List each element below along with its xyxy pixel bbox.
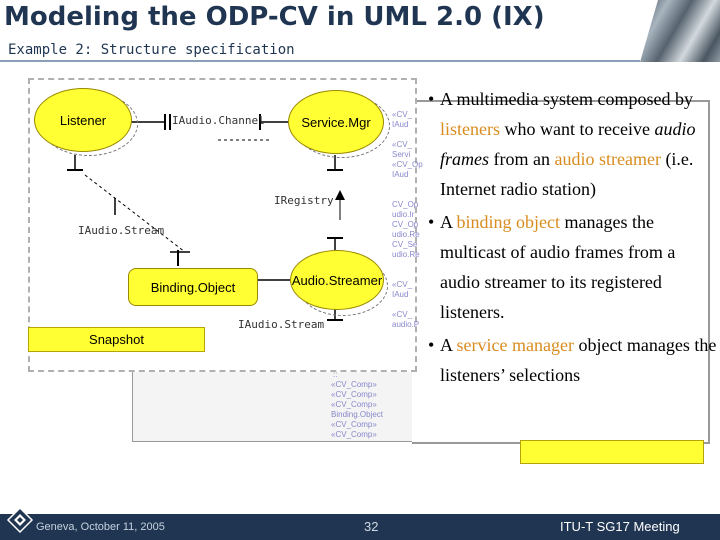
audio-streamer-node[interactable]: Audio.Streamer xyxy=(290,250,384,310)
bullet-text: (i.e. Internet radio station) xyxy=(440,149,694,199)
audio-stream-interface-label-left: IAudio.Stream xyxy=(78,224,165,237)
uml-structure-diagram: Listener Service.Mgr Audio.Streamer Bind… xyxy=(28,78,423,372)
highlight-service-manager: service manager xyxy=(456,335,574,355)
bullet-text: A multimedia system composed by xyxy=(440,89,693,109)
audio-stream-interface-label-bottom: IAudio.Stream xyxy=(238,318,325,331)
snapshot-label: Snapshot xyxy=(28,327,205,352)
bullet-text: object manages the listeners’ selections xyxy=(440,335,717,385)
footer-location-date: Geneva, October 11, 2005 xyxy=(36,521,165,533)
service-mgr-node[interactable]: Service.Mgr xyxy=(288,90,384,154)
slide-subtitle: Example 2: Structure specification xyxy=(8,42,295,58)
bullet-text: A xyxy=(440,335,457,355)
footer-bar xyxy=(0,514,720,540)
bullet-item: • A multimedia system composed by listen… xyxy=(428,89,696,199)
diagram-backdrop-panel: :: «CV_Comp»«CV_Comp»«CV_Comp»Binding.Ob… xyxy=(132,365,419,442)
bullet-text: manages the multicast of audio frames fr… xyxy=(440,212,676,322)
bullet-text: from an xyxy=(489,149,555,169)
bullet-item: • A service manager object manages the l… xyxy=(428,335,717,385)
highlight-listeners: listeners xyxy=(440,119,500,139)
property-panel xyxy=(412,100,710,444)
highlight-audio-streamer: audio streamer xyxy=(554,149,661,169)
audio-channel-interface-label: IAudio.Channel xyxy=(172,114,265,127)
italic-audio-frames: audio frames xyxy=(440,119,696,169)
bullet-text: A xyxy=(440,212,457,232)
listener-node[interactable]: Listener xyxy=(34,88,132,152)
footer-meeting: ITU-T SG17 Meeting xyxy=(560,519,680,534)
header-decoration-image xyxy=(640,0,720,62)
bullet-item: • A binding object manages the multicast… xyxy=(428,212,676,322)
highlight-bar xyxy=(520,440,704,464)
bullet-text: who want to receive xyxy=(500,119,655,139)
highlight-binding-object: binding object xyxy=(456,212,560,232)
binding-object-node[interactable]: Binding.Object xyxy=(128,268,258,306)
slide-title: Modeling the ODP-CV in UML 2.0 (IX) xyxy=(4,2,545,32)
diamond-logo-icon xyxy=(6,506,34,534)
page-number: 32 xyxy=(364,519,379,534)
registry-interface-label: IRegistry xyxy=(274,194,334,207)
bullet-list: • A multimedia system composed by listen… xyxy=(428,84,718,390)
header-divider xyxy=(0,60,640,62)
